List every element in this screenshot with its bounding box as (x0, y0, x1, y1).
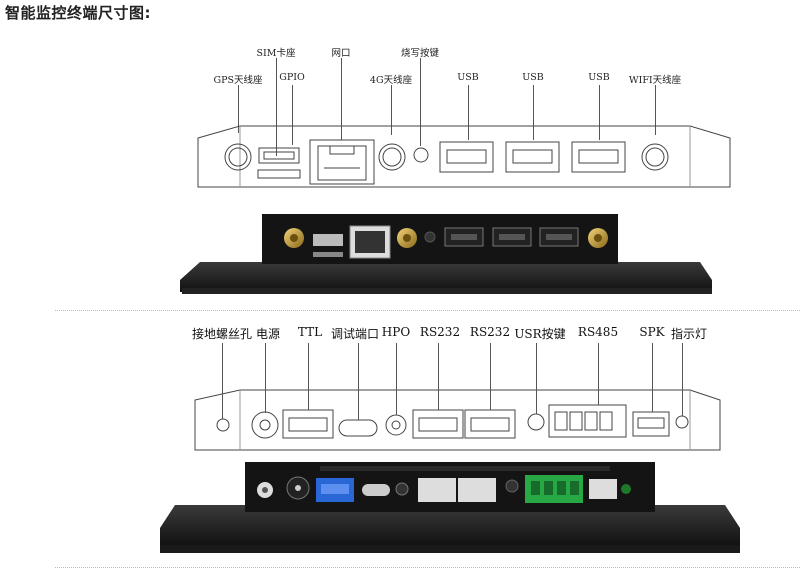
label-debug-port: 调试端口 (330, 327, 380, 341)
leader-line (652, 343, 653, 412)
label-sim-slot: SIM卡座 (256, 48, 296, 59)
leader-line (276, 58, 277, 156)
leader-line (468, 85, 469, 140)
label-hpo: HPO (381, 325, 411, 339)
label-rs485: RS485 (577, 325, 619, 339)
leader-line (420, 58, 421, 146)
leader-line (682, 343, 683, 416)
label-usb-3: USB (588, 72, 610, 83)
leader-line (533, 85, 534, 140)
leader-line (536, 343, 537, 414)
leader-line (396, 343, 397, 415)
label-ground-screw: 接地螺丝孔 (191, 327, 253, 341)
leader-line (222, 343, 223, 419)
label-power: 电源 (255, 327, 281, 341)
divider (55, 567, 800, 568)
label-usb-1: USB (457, 72, 479, 83)
leader-line (341, 58, 342, 140)
label-speaker: SPK (639, 325, 665, 339)
page-title: 智能监控终端尺寸图: (5, 4, 151, 22)
label-gpio: GPIO (279, 72, 305, 83)
leader-line (438, 343, 439, 410)
leader-line (391, 85, 392, 135)
leader-line (265, 343, 266, 413)
leader-line (655, 85, 656, 135)
divider (55, 310, 800, 311)
label-rs232-1: RS232 (419, 325, 461, 339)
leader-line (598, 343, 599, 405)
label-ttl: TTL (297, 325, 323, 339)
label-usb-2: USB (522, 72, 544, 83)
label-usr-button: USR按键 (514, 327, 566, 341)
leader-line (599, 85, 600, 140)
leader-line (308, 343, 309, 410)
label-wifi-antenna: WIFI天线座 (628, 75, 682, 86)
label-4g-antenna: 4G天线座 (369, 75, 413, 86)
leader-line (292, 85, 293, 145)
leader-line (238, 85, 239, 133)
label-indicator: 指示灯 (670, 327, 708, 341)
label-burn-button: 烧写按键 (400, 48, 440, 59)
leader-line (490, 343, 491, 410)
label-ethernet: 网口 (331, 48, 351, 59)
label-rs232-2: RS232 (469, 325, 511, 339)
leader-line (358, 343, 359, 420)
label-gps-antenna: GPS天线座 (213, 75, 263, 86)
